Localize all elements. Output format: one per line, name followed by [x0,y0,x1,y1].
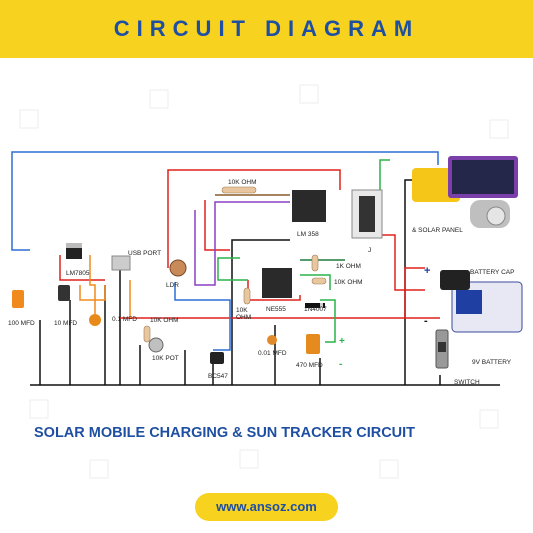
label-res-10k-top: 10K OHM [228,179,257,186]
label-solar-panel: & SOLAR PANEL [412,227,463,234]
label-bc547: BC547 [208,373,228,380]
ldr-sensor [169,259,187,277]
wire-red-top2 [204,200,230,251]
wire-green-2 [217,257,248,281]
components [12,156,523,369]
background-pattern [19,84,509,479]
label-cap-01a: 0.1 MFD [112,316,137,323]
usb-port [111,255,131,271]
label-minus-cap: - [339,359,342,370]
capacitor-10mfd [58,285,70,301]
label-plus-cap: + [339,336,345,347]
wire-black-v8 [231,239,290,385]
resistor-pot-side [143,325,151,343]
wire-blue-outer [11,151,439,251]
wire-red-vbatt [404,267,425,318]
wire-red-top [167,169,341,268]
capacitor-0-01mfd [267,335,277,345]
label-lm358: LM 358 [297,231,319,238]
battery-cap [440,270,470,290]
resistor-10k-mid [311,277,327,285]
potentiometer-10k [148,337,164,353]
wire-red-right [380,234,425,291]
capacitor-0-1mfd [89,314,101,326]
diode-1n4007 [305,303,325,308]
label-pot: 10K POT [152,355,179,362]
label-ldr: LDR [166,282,179,289]
page-title: CIRCUIT DIAGRAM [113,16,420,41]
labels: LM7805 USB PORT 100 MFD 10 MFD 0.1 MFD L… [8,179,514,386]
label-cap-470: 470 MFD [296,362,323,369]
label-res-1k: 1K OHM [336,263,361,270]
label-switch: SWITCH [454,379,480,386]
wire-green-1 [379,159,390,195]
wire-orange-1 [79,285,106,301]
wire-green-3 [300,274,331,290]
wire-purple [194,201,290,286]
transistor-bc547 [210,352,224,364]
wire-orange-2 [89,255,96,318]
label-cap-100: 100 MFD [8,320,35,327]
website-link[interactable]: www.ansoz.com [216,499,317,514]
label-j: J [368,247,371,254]
lm7805-regulator [66,247,82,259]
label-cap-10: 10 MFD [54,320,77,327]
capacitor-470mfd [306,334,320,354]
wire-green-4 [320,299,336,343]
capacitor-100mfd [12,290,24,308]
label-battery-cap: BATTERY CAP [470,269,514,276]
label-ne555: NE555 [266,306,286,313]
lm358-ic [292,190,326,222]
label-cap-001: 0.01 MFD [258,350,287,357]
resistor-1k [311,254,319,272]
resistor-10k-left [243,287,251,305]
diagram-caption: SOLAR MOBILE CHARGING & SUN TRACKER CIRC… [34,425,416,441]
wire-black-v11 [404,179,425,385]
label-lm7805: LM7805 [66,270,90,277]
wire-blue-low [174,282,231,351]
label-battery-9v: 9V BATTERY [472,359,512,366]
ne555-ic [262,268,292,298]
label-res-10k-mid: 10K OHM [334,279,363,286]
label-res-10k-left: 10K OHM [150,317,179,324]
resistor-10k-top [221,186,257,194]
header-banner [0,0,533,58]
wires [11,151,500,386]
label-minus-battery: - [424,315,428,327]
label-diode: 1N4007 [304,306,327,313]
label-usb-port: USB PORT [128,250,161,257]
label-plus-battery: + [424,265,430,277]
website-pill [195,493,338,521]
